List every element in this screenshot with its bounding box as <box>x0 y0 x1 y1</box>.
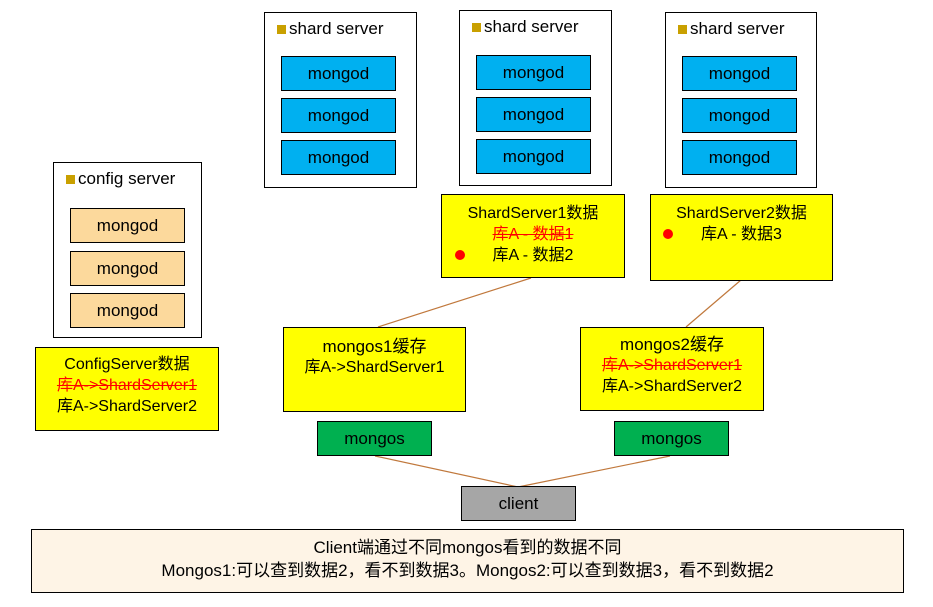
mongos1-cache-title: mongos1缓存 <box>322 337 427 356</box>
config-server: config server mongod mongod mongod <box>53 162 202 338</box>
mongod-node: mongod <box>682 98 797 133</box>
mongod-node: mongod <box>70 293 185 328</box>
bullet-square-icon <box>277 24 286 34</box>
shard1-data: ShardServer1数据 库A - 数据1 库A - 数据2 <box>441 194 625 278</box>
explanation-note: Client端通过不同mongos看到的数据不同 Mongos1:可以查到数据2… <box>31 529 904 593</box>
note-line-2: Mongos1:可以查到数据2，看不到数据3。Mongos2:可以查到数据3，看… <box>161 561 774 580</box>
shard-server-3: shard server mongod mongod mongod <box>665 12 817 188</box>
shard-server-2: shard server mongod mongod mongod <box>459 10 612 186</box>
note-line-1: Client端通过不同mongos看到的数据不同 <box>313 538 622 557</box>
shard1-data-title: ShardServer1数据 <box>467 205 599 222</box>
mongos1-cache-route: 库A->ShardServer1 <box>304 359 445 376</box>
mongod-node: mongod <box>682 56 797 91</box>
mongod-node: mongod <box>281 140 396 175</box>
connector-mongos2-client <box>517 455 671 488</box>
shard2-data-title: ShardServer2数据 <box>676 205 807 222</box>
shard2-data: ShardServer2数据 库A - 数据3 <box>650 194 833 281</box>
connector-shard1-mongos1 <box>377 277 532 328</box>
bullet-square-icon <box>472 22 481 32</box>
mongod-node: mongod <box>682 140 797 175</box>
config-data-new-route: 库A->ShardServer2 <box>56 398 198 415</box>
shard-server-3-label: shard server <box>690 19 785 38</box>
marker-dot-icon <box>663 229 673 239</box>
mongos2-cache-title: mongos2缓存 <box>620 335 724 354</box>
mongod-node: mongod <box>281 98 396 133</box>
bullet-square-icon <box>66 174 75 184</box>
bullet-square-icon <box>678 24 687 34</box>
mongos-node-2: mongos <box>614 421 729 456</box>
shard-server-1-label: shard server <box>289 19 384 38</box>
client-node: client <box>461 486 576 521</box>
shard1-data-entry: 库A - 数据2 <box>492 247 574 264</box>
shard-server-3-title: shard server <box>678 19 784 39</box>
config-data-title: ConfigServer数据 <box>64 356 190 373</box>
config-data-old-route: 库A->ShardServer1 <box>56 377 198 394</box>
shard2-data-entry: 库A - 数据3 <box>701 226 782 243</box>
marker-dot-icon <box>455 250 465 260</box>
mongos2-cache-old-route: 库A->ShardServer1 <box>601 357 743 374</box>
shard-server-1: shard server mongod mongod mongod <box>264 12 417 188</box>
shard-server-2-title: shard server <box>472 17 578 37</box>
shard1-data-old-entry: 库A - 数据1 <box>492 226 574 243</box>
connector-mongos1-client <box>374 455 519 488</box>
shard-server-2-label: shard server <box>484 17 579 36</box>
mongos2-cache: mongos2缓存 库A->ShardServer1 库A->ShardServ… <box>580 327 764 411</box>
mongod-node: mongod <box>476 97 591 132</box>
shard2-data-entry-row: 库A - 数据3 <box>651 224 832 245</box>
mongos-node-1: mongos <box>317 421 432 456</box>
mongod-node: mongod <box>476 139 591 174</box>
config-server-data: ConfigServer数据 库A->ShardServer1 库A->Shar… <box>35 347 219 431</box>
shard1-data-entry-row: 库A - 数据2 <box>442 245 624 266</box>
mongod-node: mongod <box>281 56 396 91</box>
shard-server-1-title: shard server <box>277 19 383 39</box>
connector-shard2-mongos2 <box>685 279 742 328</box>
config-server-title: config server <box>66 169 175 189</box>
mongos1-cache: mongos1缓存 库A->ShardServer1 <box>283 327 466 412</box>
config-server-label: config server <box>78 169 176 188</box>
mongod-node: mongod <box>70 208 185 243</box>
mongod-node: mongod <box>476 55 591 90</box>
mongod-node: mongod <box>70 251 185 286</box>
mongos2-cache-route: 库A->ShardServer2 <box>601 378 743 395</box>
